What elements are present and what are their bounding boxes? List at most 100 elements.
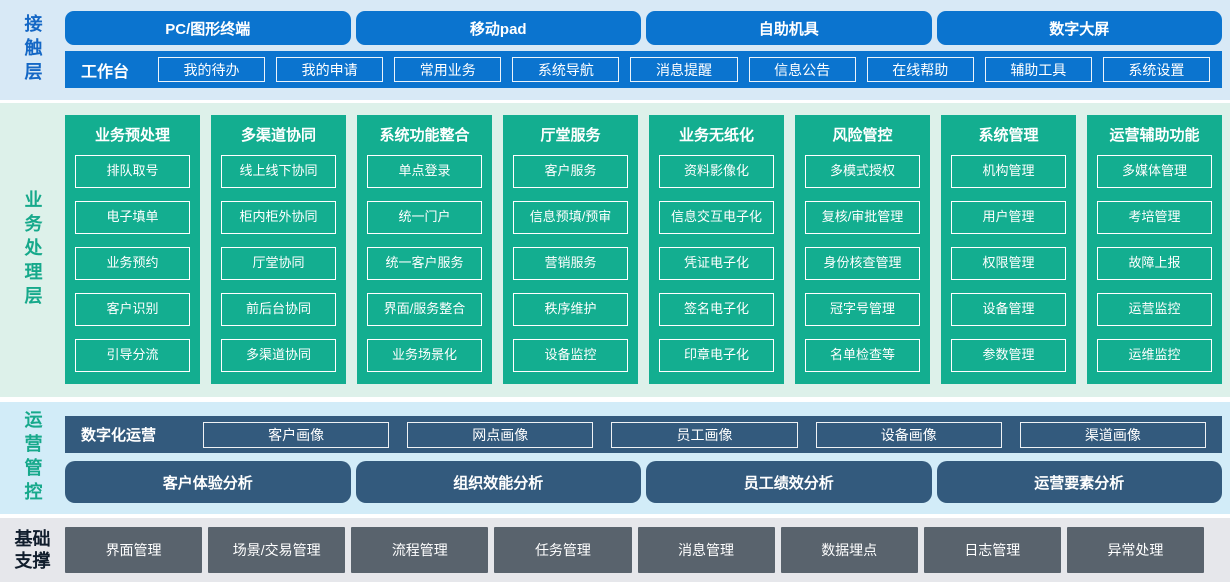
business-column-item: 排队取号 (75, 155, 190, 188)
business-column-item: 设备管理 (951, 293, 1066, 326)
business-column-item: 机构管理 (951, 155, 1066, 188)
business-column-item: 运维监控 (1097, 339, 1212, 372)
foundation-item: 数据埋点 (780, 527, 918, 573)
terminal-row: PC/图形终端 移动pad 自助机具 数字大屏 (65, 11, 1222, 45)
business-column-item: 秩序维护 (513, 293, 628, 326)
workbench-item: 我的待办 (158, 57, 266, 82)
business-column-item: 电子填单 (75, 201, 190, 234)
business-column-item: 柜内柜外协同 (221, 201, 336, 234)
business-column-item: 界面/服务整合 (367, 293, 482, 326)
business-column-title: 系统管理 (978, 127, 1039, 144)
contact-layer: 接触层 PC/图形终端 移动pad 自助机具 数字大屏 工作台 我的待办 我的申… (0, 0, 1230, 100)
business-columns: 业务预处理 排队取号 电子填单 业务预约 客户识别 引导分流 多渠道协同 线上线… (65, 103, 1230, 397)
business-column-item: 信息预填/预审 (513, 201, 628, 234)
workbench-item: 常用业务 (394, 57, 502, 82)
business-column-title: 运营辅助功能 (1109, 127, 1200, 144)
business-column-item: 考培管理 (1097, 201, 1212, 234)
contact-layer-label: 接触层 (22, 14, 43, 86)
foundation-layer-label-col: 基础支撑 (0, 518, 65, 582)
foundation-item: 日志管理 (923, 527, 1061, 573)
business-column-item: 身份核查管理 (805, 247, 920, 280)
business-column-item: 签名电子化 (659, 293, 774, 326)
workbench-bar: 工作台 我的待办 我的申请 常用业务 系统导航 消息提醒 信息公告 在线帮助 辅… (65, 51, 1222, 88)
business-column: 风险管控 多模式授权 复核/审批管理 身份核查管理 冠字号管理 名单检查等 (795, 115, 930, 384)
business-column-item: 故障上报 (1097, 247, 1212, 280)
business-column: 多渠道协同 线上线下协同 柜内柜外协同 厅堂协同 前后台协同 多渠道协同 (211, 115, 346, 384)
business-column-item: 统一门户 (367, 201, 482, 234)
business-column: 厅堂服务 客户服务 信息预填/预审 营销服务 秩序维护 设备监控 (503, 115, 638, 384)
business-column-title: 业务无纸化 (678, 127, 754, 144)
business-column-item: 印章电子化 (659, 339, 774, 372)
business-column-item: 营销服务 (513, 247, 628, 280)
business-column-item: 冠字号管理 (805, 293, 920, 326)
business-column-item: 统一客户服务 (367, 247, 482, 280)
terminal-button: PC/图形终端 (65, 11, 351, 45)
foundation-row: 界面管理 场景/交易管理 流程管理 任务管理 消息管理 数据埋点 日志管理 异常… (65, 518, 1230, 582)
foundation-item: 流程管理 (351, 527, 489, 573)
business-column-item: 参数管理 (951, 339, 1066, 372)
foundation-item: 界面管理 (65, 527, 203, 573)
business-column-item: 客户识别 (75, 293, 190, 326)
foundation-support-layer: 基础支撑 界面管理 场景/交易管理 流程管理 任务管理 消息管理 数据埋点 日志… (0, 518, 1230, 582)
portrait-item: 渠道画像 (1019, 421, 1207, 448)
business-column: 业务预处理 排队取号 电子填单 业务预约 客户识别 引导分流 (65, 115, 200, 384)
business-column-title: 多渠道协同 (240, 127, 316, 144)
portrait-item: 员工画像 (611, 421, 798, 448)
business-column-item: 名单检查等 (805, 339, 920, 372)
business-column: 运营辅助功能 多媒体管理 考培管理 故障上报 运营监控 运维监控 (1087, 115, 1222, 384)
analysis-row: 客户体验分析 组织效能分析 员工绩效分析 运营要素分析 (65, 461, 1222, 503)
business-column-item: 运营监控 (1097, 293, 1212, 326)
portrait-item: 客户画像 (203, 421, 390, 448)
terminal-button: 自助机具 (646, 11, 932, 45)
operations-layer-label-col: 运营管控 (0, 402, 65, 514)
business-column-item: 单点登录 (367, 155, 482, 188)
business-column-item: 多渠道协同 (221, 339, 336, 372)
workbench-item: 信息公告 (748, 57, 856, 82)
business-column-item: 复核/审批管理 (805, 201, 920, 234)
business-column-item: 前后台协同 (221, 293, 336, 326)
business-column-item: 客户服务 (513, 155, 628, 188)
business-column: 系统功能整合 单点登录 统一门户 统一客户服务 界面/服务整合 业务场景化 (357, 115, 492, 384)
operations-content: 数字化运营 客户画像 网点画像 员工画像 设备画像 渠道画像 客户体验分析 组织… (65, 402, 1230, 514)
workbench-item: 消息提醒 (630, 57, 738, 82)
workbench-item: 系统设置 (1102, 57, 1210, 82)
business-column-item: 多媒体管理 (1097, 155, 1212, 188)
business-column-item: 用户管理 (951, 201, 1066, 234)
business-processing-layer: 业务处理层 业务预处理 排队取号 电子填单 业务预约 客户识别 引导分流 多渠道… (0, 103, 1230, 397)
business-column-title: 风险管控 (832, 127, 893, 144)
business-column: 系统管理 机构管理 用户管理 权限管理 设备管理 参数管理 (941, 115, 1076, 384)
analysis-button: 运营要素分析 (936, 461, 1222, 503)
analysis-button: 员工绩效分析 (646, 461, 932, 503)
terminal-button: 移动pad (355, 11, 641, 45)
business-column-item: 业务场景化 (367, 339, 482, 372)
workbench-item: 在线帮助 (866, 57, 974, 82)
foundation-item: 场景/交易管理 (208, 527, 346, 573)
contact-layer-label-col: 接触层 (0, 0, 65, 100)
analysis-button: 组织效能分析 (355, 461, 641, 503)
business-column-item: 权限管理 (951, 247, 1066, 280)
operations-control-layer: 运营管控 数字化运营 客户画像 网点画像 员工画像 设备画像 渠道画像 客户体验… (0, 402, 1230, 514)
business-column-item: 资料影像化 (659, 155, 774, 188)
business-column-item: 业务预约 (75, 247, 190, 280)
business-column: 业务无纸化 资料影像化 信息交互电子化 凭证电子化 签名电子化 印章电子化 (649, 115, 784, 384)
portrait-item: 网点画像 (407, 421, 594, 448)
portrait-item: 设备画像 (815, 421, 1002, 448)
digital-operations-label: 数字化运营 (81, 427, 157, 444)
business-column-item: 设备监控 (513, 339, 628, 372)
business-column-item: 信息交互电子化 (659, 201, 774, 234)
foundation-item: 消息管理 (637, 527, 775, 573)
business-layer-label: 业务处理层 (22, 190, 43, 310)
contact-layer-content: PC/图形终端 移动pad 自助机具 数字大屏 工作台 我的待办 我的申请 常用… (65, 0, 1230, 100)
business-column-item: 厅堂协同 (221, 247, 336, 280)
digital-operations-bar: 数字化运营 客户画像 网点画像 员工画像 设备画像 渠道画像 (65, 416, 1222, 453)
foundation-layer-label: 基础支撑 (14, 528, 51, 572)
workbench-item: 系统导航 (512, 57, 620, 82)
business-column-item: 凭证电子化 (659, 247, 774, 280)
business-column-item: 多模式授权 (805, 155, 920, 188)
terminal-button: 数字大屏 (936, 11, 1222, 45)
operations-layer-label: 运营管控 (22, 410, 43, 506)
business-layer-label-col: 业务处理层 (0, 103, 65, 397)
business-column-title: 系统功能整合 (379, 127, 470, 144)
foundation-item: 异常处理 (1066, 527, 1204, 573)
